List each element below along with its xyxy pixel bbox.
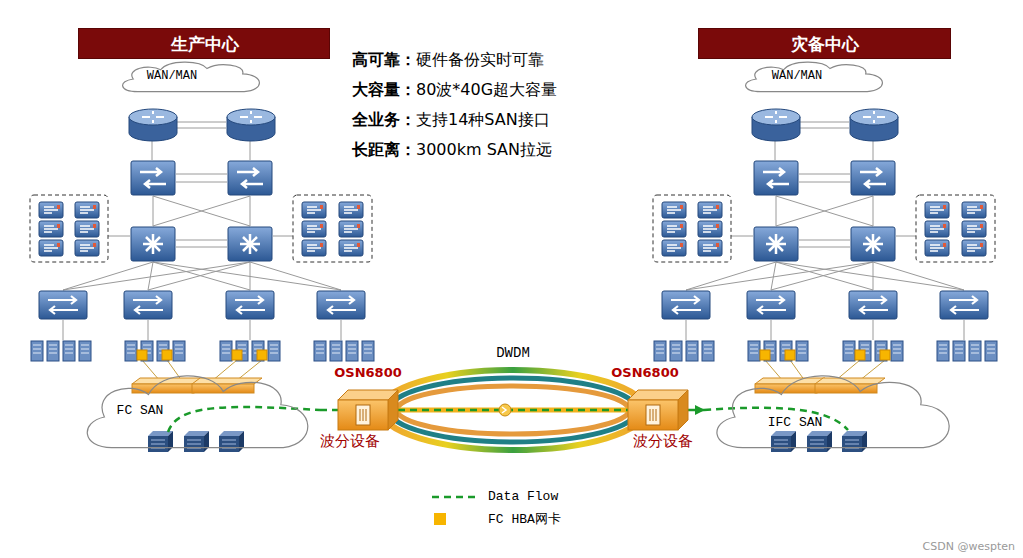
production-network xyxy=(30,109,374,452)
data-flow-line xyxy=(168,407,320,432)
cloud-outline xyxy=(75,366,320,468)
legend-line-sample xyxy=(432,496,475,499)
feature-row: 长距离：3000km SAN拉远 xyxy=(352,140,552,161)
data-flow-line xyxy=(704,408,848,430)
device-icon xyxy=(338,400,388,430)
node-label: 波分设备 xyxy=(320,432,380,451)
cloud-outline xyxy=(87,376,308,448)
feature-text: 支持14种SAN接口 xyxy=(416,110,550,131)
device-icon xyxy=(338,390,398,430)
legend-swatch xyxy=(434,513,446,525)
watermark: CSDN @wespten xyxy=(923,540,1015,553)
device-icon xyxy=(646,405,660,425)
node-label: WAN/MAN xyxy=(147,69,197,83)
feature-key: 长距离： xyxy=(352,140,416,161)
signal-symbol xyxy=(502,407,506,413)
backup-network xyxy=(653,109,997,452)
device-icon xyxy=(388,390,398,430)
connector xyxy=(398,408,628,413)
node-label: FC SAN xyxy=(117,403,164,418)
feature-key: 全业务： xyxy=(352,110,416,131)
feature-row: 大容量：80波*40G超大容量 xyxy=(352,80,557,101)
wdm-device: OSN6800波分设备 xyxy=(338,390,398,430)
edge-label: DWDM xyxy=(494,345,532,361)
network-cloud: FC SAN xyxy=(75,366,320,468)
device-icon xyxy=(650,409,656,421)
dwdm-ring xyxy=(397,386,629,434)
device-icon xyxy=(628,400,678,430)
cloud-outline xyxy=(717,376,949,448)
feature-text: 3000km SAN拉远 xyxy=(416,140,552,161)
cloud-outline xyxy=(123,62,260,92)
node-label: WAN/MAN xyxy=(772,69,822,83)
network-cloud: WAN/MAN xyxy=(115,58,267,100)
network-cloud: IFC SAN xyxy=(704,366,962,468)
title-box: 灾备中心 xyxy=(698,28,951,59)
node-label: 波分设备 xyxy=(633,432,693,451)
node-label: IFC SAN xyxy=(768,415,823,430)
connector xyxy=(320,409,338,412)
device-icon xyxy=(360,409,366,421)
feature-text: 硬件备份实时可靠 xyxy=(416,50,544,71)
cloud-outline xyxy=(746,62,883,92)
wdm-device: OSN6800波分设备 xyxy=(628,390,688,430)
legend-text: FC HBA网卡 xyxy=(488,510,561,528)
title-box: 生产中心 xyxy=(78,28,330,59)
device-icon xyxy=(356,405,370,425)
device-model: OSN6800 xyxy=(334,365,401,380)
legend-text: Data Flow xyxy=(488,489,558,504)
feature-row: 全业务：支持14种SAN接口 xyxy=(352,110,550,131)
device-icon xyxy=(678,390,688,430)
feature-row: 高可靠：硬件备份实时可靠 xyxy=(352,50,544,71)
feature-key: 大容量： xyxy=(352,80,416,101)
feature-text: 80波*40G超大容量 xyxy=(416,80,557,101)
data-flow-line xyxy=(398,409,628,412)
node-label: 灾备中心 xyxy=(791,33,859,56)
node-label: 生产中心 xyxy=(171,33,239,56)
feature-key: 高可靠： xyxy=(352,50,416,71)
device-model: OSN6800 xyxy=(611,365,678,380)
signal-symbol xyxy=(499,404,511,416)
dwdm-ring xyxy=(381,370,645,450)
network-cloud: WAN/MAN xyxy=(738,58,890,100)
connector xyxy=(688,409,704,412)
cloud-outline xyxy=(704,366,962,468)
dwdm-ring xyxy=(389,378,637,442)
device-icon xyxy=(628,390,688,430)
